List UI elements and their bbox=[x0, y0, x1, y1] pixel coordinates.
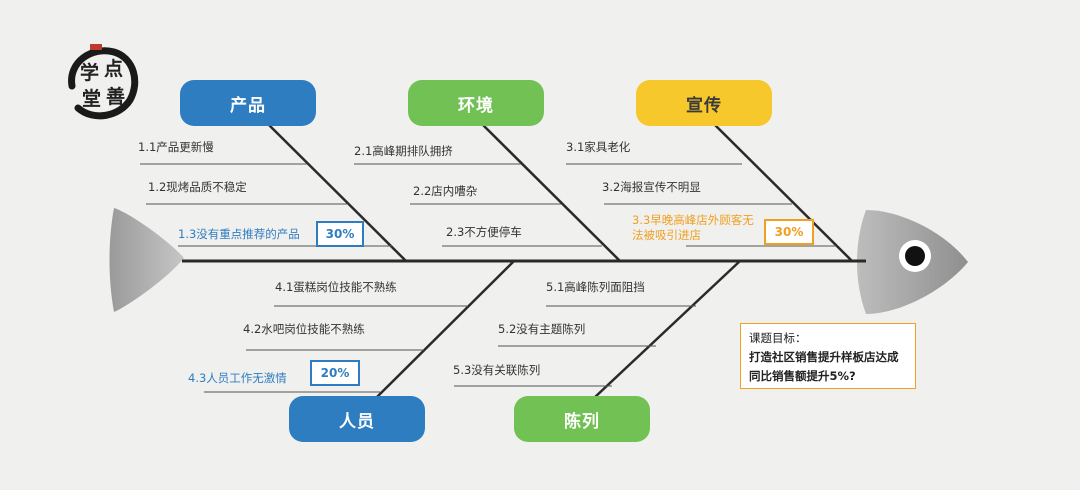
cause-5-3: 5.3没有关联陈列 bbox=[453, 363, 541, 377]
cause-4-1: 4.1蛋糕岗位技能不熟练 bbox=[275, 280, 397, 294]
cause-1-3: 1.3没有重点推荐的产品 bbox=[178, 227, 300, 241]
cause-3-1: 3.1家具老化 bbox=[566, 140, 631, 154]
category-product: 产品 bbox=[180, 80, 316, 126]
category-display: 陈列 bbox=[514, 396, 650, 442]
cause-4-3: 4.3人员工作无激情 bbox=[188, 371, 287, 385]
cause-3-2: 3.2海报宣传不明显 bbox=[602, 180, 701, 194]
category-people: 人员 bbox=[289, 396, 425, 442]
logo-char-4: 善 bbox=[106, 86, 126, 108]
cause-2-1: 2.1高峰期排队拥挤 bbox=[354, 144, 453, 158]
cause-5-1: 5.1高峰陈列面阻挡 bbox=[546, 280, 645, 294]
percent-badge-1-3: 30% bbox=[316, 221, 364, 247]
cause-4-2: 4.2水吧岗位技能不熟练 bbox=[243, 322, 365, 336]
goal-title: 课题目标： bbox=[749, 331, 807, 345]
category-environment: 环境 bbox=[408, 80, 544, 126]
cause-1-2: 1.2现烤品质不稳定 bbox=[148, 180, 247, 194]
fish-tail bbox=[109, 208, 184, 312]
cause-2-3: 2.3不方便停车 bbox=[446, 225, 522, 239]
percent-badge-4-3: 20% bbox=[310, 360, 360, 386]
cause-1-1: 1.1产品更新慢 bbox=[138, 140, 214, 154]
goal-box: 课题目标： 打造社区销售提升样板店达成同比销售额提升5%? bbox=[740, 323, 916, 389]
cause-3-3: 3.3早晚高峰店外顾客无法被吸引进店 bbox=[632, 213, 754, 242]
logo-char-1: 学 bbox=[80, 62, 100, 84]
category-promotion: 宣传 bbox=[636, 80, 772, 126]
goal-body: 打造社区销售提升样板店达成同比销售额提升5%? bbox=[749, 350, 899, 383]
logo-char-3: 堂 bbox=[82, 88, 102, 110]
logo: 学 点 堂 善 bbox=[60, 42, 142, 124]
cause-5-2: 5.2没有主题陈列 bbox=[498, 322, 586, 336]
percent-badge-3-3: 30% bbox=[764, 219, 814, 245]
logo-char-2: 点 bbox=[104, 58, 124, 80]
cause-2-2: 2.2店内嘈杂 bbox=[413, 184, 478, 198]
